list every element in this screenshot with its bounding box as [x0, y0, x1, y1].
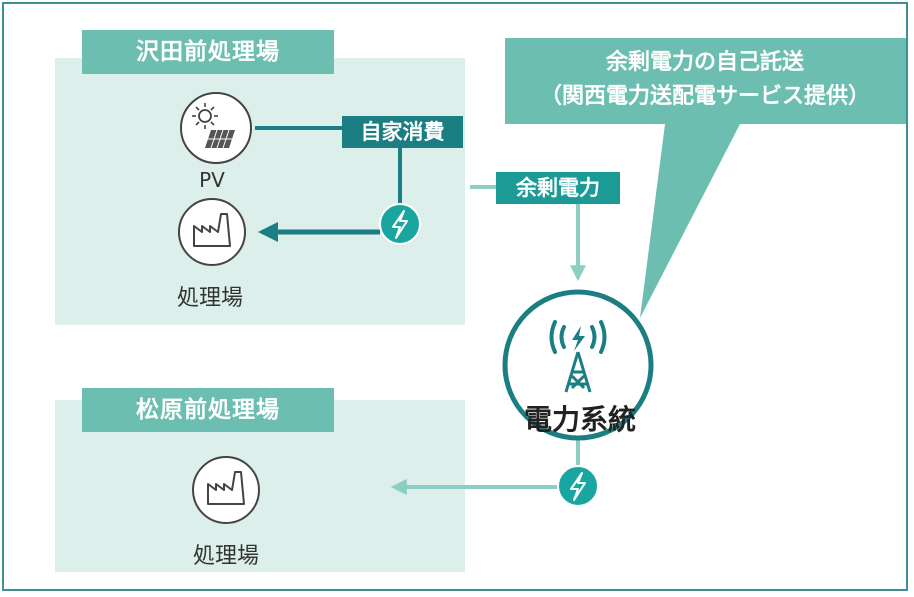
sawada-site-panel: [55, 58, 465, 325]
matsubara-site-title: 松原前処理場: [82, 388, 334, 432]
callout-line2: （関西電力送配電サービス提供）: [539, 84, 870, 109]
sawada-plant-label: 処理場: [176, 286, 243, 311]
power-grid-label: 電力系統: [523, 403, 636, 436]
lightning-bolt-icon: [379, 203, 421, 245]
factory-icon: [178, 198, 246, 266]
lightning-bolt-icon: [557, 465, 599, 507]
callout-line1: 余剰電力の自己託送: [605, 50, 804, 75]
self-consumption-tag: 自家消費: [342, 116, 463, 148]
solar-panel-icon: [180, 92, 252, 164]
factory-icon: [192, 456, 260, 524]
surplus-power-tag: 余剰電力: [496, 172, 620, 204]
pv-label: PV: [199, 168, 225, 192]
diagram-frame: [2, 2, 908, 591]
transmission-tower-icon: [502, 289, 654, 441]
sawada-site-title: 沢田前処理場: [82, 30, 334, 74]
callout-balloon: [505, 38, 906, 318]
callout-text: 余剰電力の自己託送 （関西電力送配電サービス提供）: [505, 46, 905, 114]
matsubara-plant-label: 処理場: [192, 544, 259, 569]
